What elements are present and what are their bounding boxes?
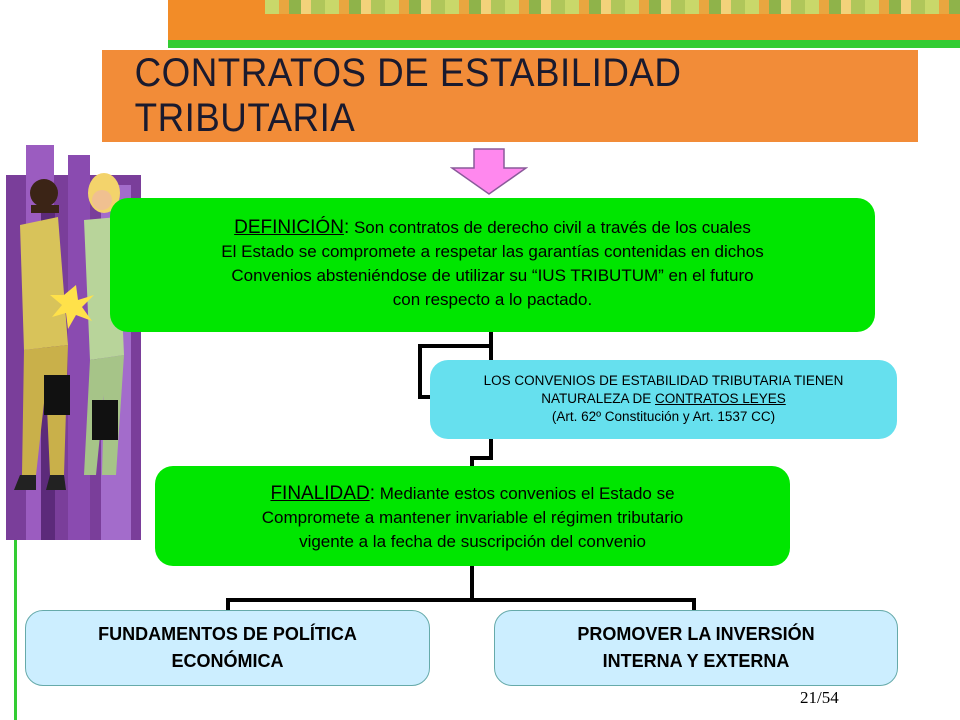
- definicion-line-1: DEFINICIÓN: Son contratos de derecho civ…: [110, 216, 875, 240]
- contratos-leyes-text: CONTRATOS LEYES: [655, 391, 786, 406]
- connector: [226, 598, 230, 612]
- connector: [470, 456, 474, 468]
- finalidad-label: FINALIDAD: [270, 483, 370, 504]
- connector: [418, 344, 493, 348]
- fundamentos-text-1: FUNDAMENTOS DE POLÍTICA: [98, 624, 357, 644]
- connector: [226, 598, 696, 602]
- connector: [489, 346, 493, 362]
- page-number: 21/54: [800, 688, 839, 707]
- fundamentos-text-2: ECONÓMICA: [171, 651, 284, 671]
- finalidad-colon: :: [369, 483, 375, 504]
- slide-title: CONTRATOS DE ESTABILIDAD TRIBUTARIA: [134, 51, 682, 140]
- finalidad-line-1: FINALIDAD: Mediante estos convenios el E…: [155, 482, 790, 506]
- definicion-text-1: Son contratos de derecho civil a través …: [353, 218, 751, 237]
- definicion-text-2: El Estado se compromete a respetar las g…: [221, 242, 764, 261]
- promover-text-1: PROMOVER LA INVERSIÓN: [577, 624, 815, 644]
- convenios-line-2: NATURALEZA DE CONTRATOS LEYES: [430, 390, 897, 408]
- definicion-box: DEFINICIÓN: Son contratos de derecho civ…: [110, 198, 875, 332]
- connector: [418, 395, 432, 399]
- convenios-box: LOS CONVENIOS DE ESTABILIDAD TRIBUTARIA …: [430, 360, 897, 439]
- connector: [489, 330, 493, 346]
- convenios-text-3: (Art. 62º Constitución y Art. 1537 CC): [551, 409, 776, 424]
- definicion-label: DEFINICIÓN: [234, 217, 344, 238]
- fundamentos-box: FUNDAMENTOS DE POLÍTICA ECONÓMICA: [25, 610, 430, 686]
- convenios-text-1: LOS CONVENIOS DE ESTABILIDAD TRIBUTARIA …: [483, 373, 844, 388]
- connector: [692, 598, 696, 612]
- definicion-colon: :: [343, 217, 350, 238]
- down-arrow-icon: [450, 148, 528, 195]
- finalidad-text-3: vigente a la fecha de suscripción del co…: [299, 532, 646, 551]
- leaves-decoration: [265, 0, 960, 14]
- connector: [489, 438, 493, 458]
- promover-box: PROMOVER LA INVERSIÓN INTERNA Y EXTERNA: [494, 610, 898, 686]
- connector: [418, 344, 422, 399]
- title-bar: [102, 50, 918, 142]
- top-accent-line: [168, 40, 960, 48]
- definicion-text-3: Convenios absteniéndose de utilizar su “…: [231, 266, 754, 285]
- convenios-text-2: NATURALEZA DE: [541, 391, 655, 406]
- finalidad-text-1: Mediante estos convenios el Estado se: [379, 484, 675, 503]
- connector: [470, 456, 493, 460]
- finalidad-box: FINALIDAD: Mediante estos convenios el E…: [155, 466, 790, 566]
- promover-text-2: INTERNA Y EXTERNA: [602, 651, 790, 671]
- connector: [470, 565, 474, 600]
- definicion-text-4: con respecto a lo pactado.: [392, 290, 593, 309]
- finalidad-text-2: Compromete a mantener invariable el régi…: [261, 508, 684, 527]
